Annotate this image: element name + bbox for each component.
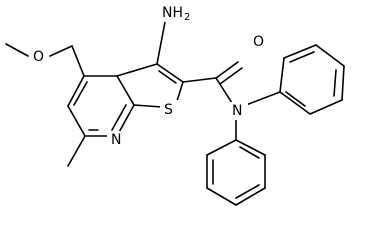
amine-label: NH <box>162 5 183 21</box>
ether-oxygen-label: O <box>33 49 44 65</box>
methyl-group <box>67 135 86 167</box>
carboxamide-group <box>182 61 243 104</box>
phenyl-ring-lower <box>206 117 266 206</box>
amine-subscript: 2 <box>184 12 190 23</box>
thiophene-ring <box>116 63 184 108</box>
pyridine-nitrogen-label: N <box>111 132 121 148</box>
structure-canvas: NH 2 O O N S N <box>5 4 345 206</box>
atom-label-pyridine-nitrogen: N <box>107 131 127 149</box>
pyridine-ring <box>67 75 135 137</box>
phenyl-ring-upper <box>245 44 345 115</box>
thiophene-sulfur-label: S <box>164 102 173 118</box>
atom-label-amide-nitrogen: N <box>228 102 248 120</box>
atom-label-thiophene-sulfur: S <box>160 100 180 118</box>
atom-label-carbonyl-oxygen: O <box>251 33 267 51</box>
amide-nitrogen-label: N <box>232 103 242 119</box>
molecule-drawing: NH 2 O O N S N <box>5 4 345 206</box>
atom-label-amine: NH 2 <box>160 4 192 23</box>
methoxymethyl-group <box>5 43 85 77</box>
carbonyl-oxygen-label: O <box>253 34 264 50</box>
atom-label-ether-oxygen: O <box>29 47 49 65</box>
amino-bond <box>156 21 166 65</box>
